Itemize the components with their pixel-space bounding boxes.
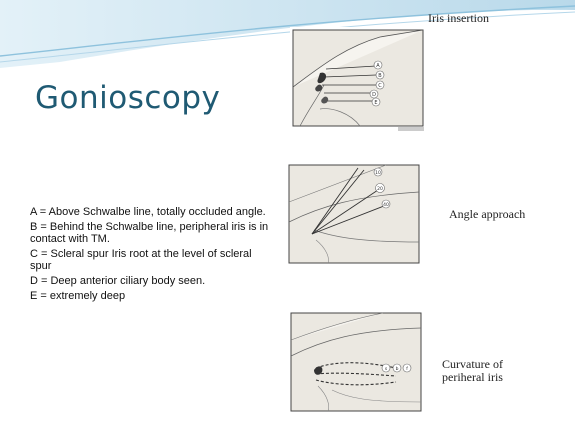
angle-label-10: 10: [375, 170, 381, 176]
iris-label-d: D: [372, 92, 376, 98]
iris-insertion-figure: A B C D E: [290, 27, 426, 133]
iris-label-a: A: [376, 63, 380, 69]
definition-a: A = Above Schwalbe line, totally occlude…: [30, 206, 275, 219]
definition-b: B = Behind the Schwalbe line, peripheral…: [30, 221, 275, 246]
page-title: Gonioscopy: [35, 80, 220, 116]
definition-e: E = extremely deep: [30, 290, 275, 303]
angle-approach-caption: Angle approach: [449, 208, 525, 221]
iris-curvature-caption-line2: periheral iris: [442, 371, 503, 384]
angle-approach-figure: 10 20 40: [286, 162, 422, 270]
definition-c: C = Scleral spur Iris root at the level …: [30, 248, 275, 273]
iris-label-c: C: [378, 83, 382, 89]
curvature-label-b: b: [396, 366, 399, 372]
angle-label-20: 20: [377, 186, 383, 192]
definition-d: D = Deep anterior ciliary body seen.: [30, 275, 275, 288]
definition-list: A = Above Schwalbe line, totally occlude…: [30, 206, 275, 304]
iris-label-e: E: [374, 100, 377, 106]
iris-label-b: B: [378, 73, 382, 79]
angle-label-40: 40: [383, 202, 389, 208]
iris-insertion-caption: Iris insertion: [428, 12, 489, 25]
iris-curvature-figure: s b f: [288, 310, 424, 416]
iris-curvature-caption: Curvature of periheral iris: [442, 358, 503, 384]
